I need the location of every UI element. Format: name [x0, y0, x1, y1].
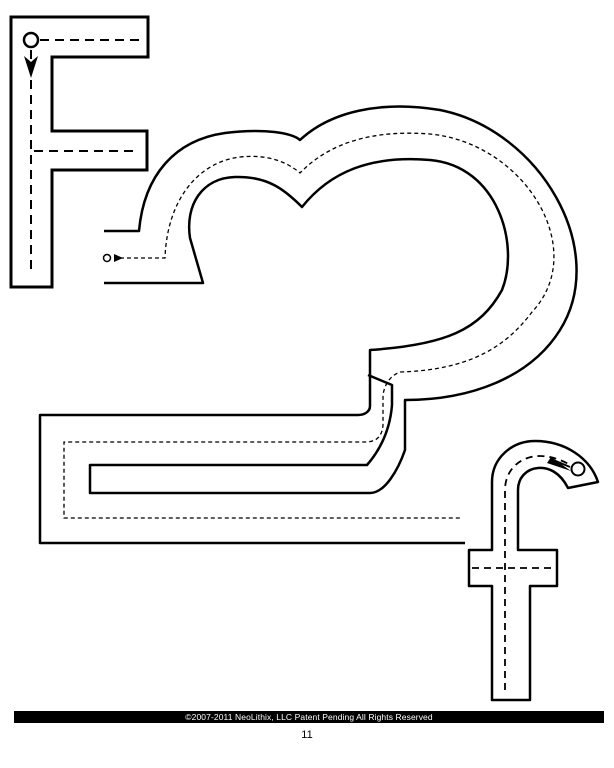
connector-direction-arrow — [114, 254, 123, 262]
connector-track — [38, 105, 578, 545]
uppercase-f-start-dot — [22, 31, 40, 49]
connector-start-dot — [102, 253, 112, 263]
uppercase-f-direction-arrow — [24, 56, 38, 78]
page-number: 11 — [301, 729, 313, 741]
connector-guide-line — [63, 132, 555, 519]
lowercase-f-tracing-letter — [467, 439, 600, 702]
lowercase-f-guide-lines — [472, 455, 576, 690]
uppercase-f-guide-lines — [30, 39, 144, 270]
footer-bar: ©2007-2011 NeoLithix, LLC Patent Pending… — [14, 711, 604, 723]
lowercase-f-start-dot — [570, 461, 586, 477]
lowercase-f-arrow-shaft — [550, 458, 571, 468]
copyright-notice: ©2007-2011 NeoLithix, LLC Patent Pending… — [185, 712, 433, 722]
